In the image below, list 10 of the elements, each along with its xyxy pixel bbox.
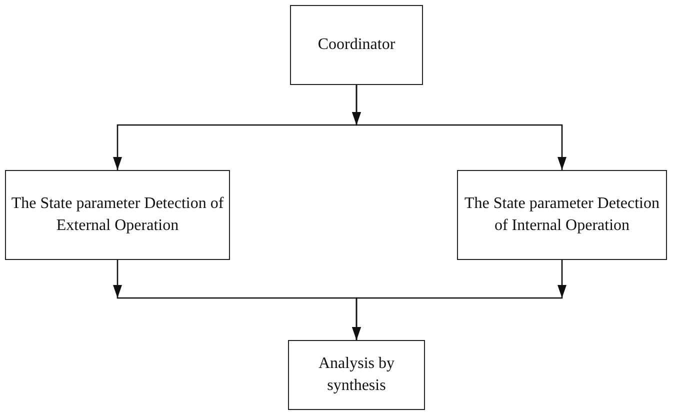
arrow — [352, 260, 566, 340]
process-box — [457, 170, 667, 260]
box-label: Coordinator — [318, 35, 396, 56]
process-box — [290, 5, 423, 85]
process-box — [288, 340, 425, 410]
process-box — [5, 170, 230, 260]
box-label: The State parameter Detection of Internal Operation — [463, 194, 660, 236]
box-label: Analysis by synthesis — [318, 354, 396, 396]
box-label: The State parameter Detection of External Operation — [10, 194, 225, 236]
arrow — [352, 85, 566, 170]
